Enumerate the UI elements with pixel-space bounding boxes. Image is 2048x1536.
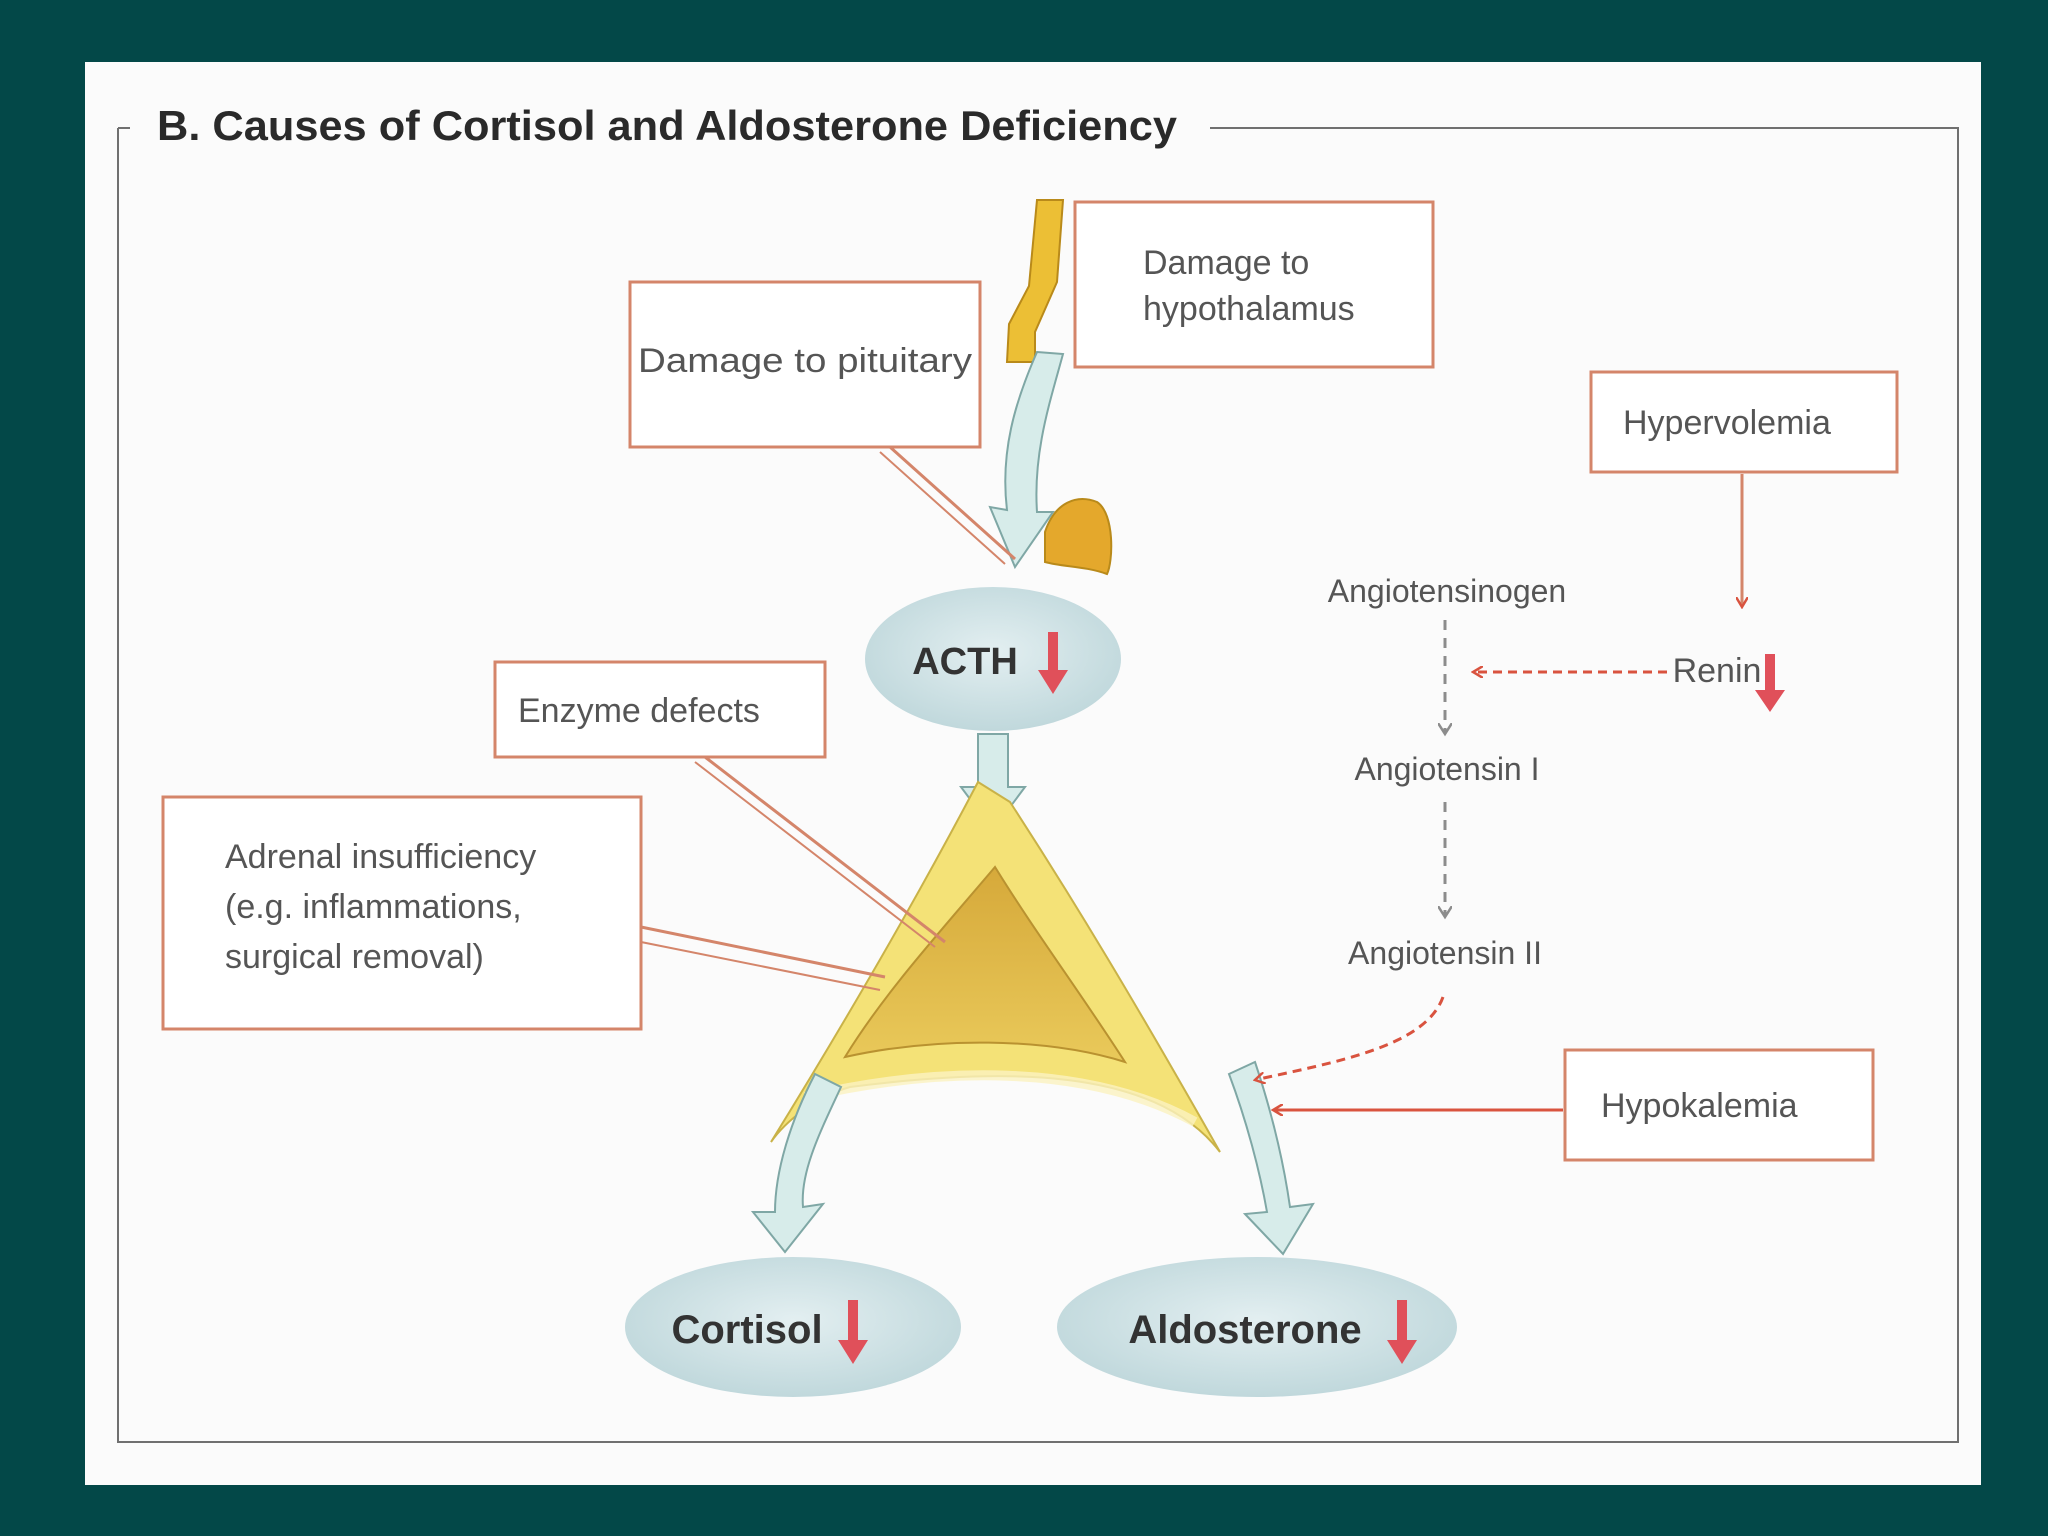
aldosterone-label: Aldosterone bbox=[1128, 1308, 1361, 1352]
acth-decrease-arrow bbox=[1038, 632, 1068, 694]
angiotensin-1-label: Angiotensin I bbox=[1354, 751, 1539, 787]
acth-ellipse bbox=[865, 587, 1121, 731]
damage-hypothalamus-box bbox=[1073, 200, 1435, 369]
enzyme-connector-line-2 bbox=[694, 761, 936, 948]
adrenal-deficiency-diagram: B. Causes of Cortisol and Aldosterone De… bbox=[117, 102, 1959, 1443]
diagram-title: B. Causes of Cortisol and Aldosterone De… bbox=[157, 102, 1178, 149]
adrenal-insufficiency-line-3: surgical removal) bbox=[225, 938, 484, 976]
pituitary-connector-line bbox=[888, 445, 1017, 561]
hypokalemia-box bbox=[1563, 1048, 1875, 1162]
damage-hypothalamus-line-2: hypothalamus bbox=[1143, 290, 1355, 328]
enzyme-connector-line bbox=[704, 755, 946, 944]
adrenal-connector-line bbox=[640, 925, 886, 979]
enzyme-defects-label: Enzyme defects bbox=[518, 692, 760, 730]
adrenal-connector-line-2 bbox=[640, 941, 881, 991]
cortisol-decrease-arrow bbox=[838, 1300, 868, 1364]
aldosterone-decrease-arrow bbox=[1387, 1300, 1417, 1364]
cortisol-label: Cortisol bbox=[671, 1308, 822, 1352]
adrenal-to-aldosterone-arrow bbox=[1227, 1060, 1315, 1256]
damage-pituitary-box bbox=[628, 280, 982, 449]
diagram-panel: B. Causes of Cortisol and Aldosterone De… bbox=[85, 62, 1981, 1485]
hypervolemia-box bbox=[1589, 370, 1899, 474]
cortisol-ellipse bbox=[625, 1257, 961, 1397]
angiotensinogen-label: Angiotensinogen bbox=[1328, 573, 1566, 609]
hypervolemia-label: Hypervolemia bbox=[1623, 404, 1831, 442]
damage-pituitary-label: Damage to pituitary bbox=[638, 342, 972, 380]
renin-label: Renin bbox=[1673, 652, 1762, 690]
pituitary-connector-line-2 bbox=[879, 451, 1006, 565]
pituitary-gland bbox=[1044, 498, 1113, 576]
adrenal-insufficiency-line-2: (e.g. inflammations, bbox=[225, 888, 522, 926]
adrenal-zone-band bbox=[803, 1070, 1198, 1127]
enzyme-defects-box bbox=[493, 660, 827, 759]
adrenal-to-cortisol-arrow bbox=[750, 1072, 843, 1254]
acth-flow-arrow bbox=[988, 350, 1065, 570]
adrenal-insufficiency-line-1: Adrenal insufficiency bbox=[225, 838, 536, 876]
aldosterone-ellipse bbox=[1057, 1257, 1457, 1397]
damage-hypothalamus-line-1: Damage to bbox=[1143, 244, 1309, 282]
renin-decrease-arrow bbox=[1755, 654, 1785, 712]
angiotensin2-to-adrenal-arrow bbox=[1255, 996, 1445, 1080]
hypokalemia-label: Hypokalemia bbox=[1601, 1087, 1798, 1125]
adrenal-medulla bbox=[842, 865, 1128, 1064]
acth-label: ACTH bbox=[912, 641, 1018, 683]
angiotensin-2-label: Angiotensin II bbox=[1348, 935, 1542, 971]
hypothalamus-stalk bbox=[1005, 199, 1065, 363]
adrenal-insufficiency-box bbox=[161, 795, 643, 1031]
title-frame bbox=[117, 127, 1959, 1443]
